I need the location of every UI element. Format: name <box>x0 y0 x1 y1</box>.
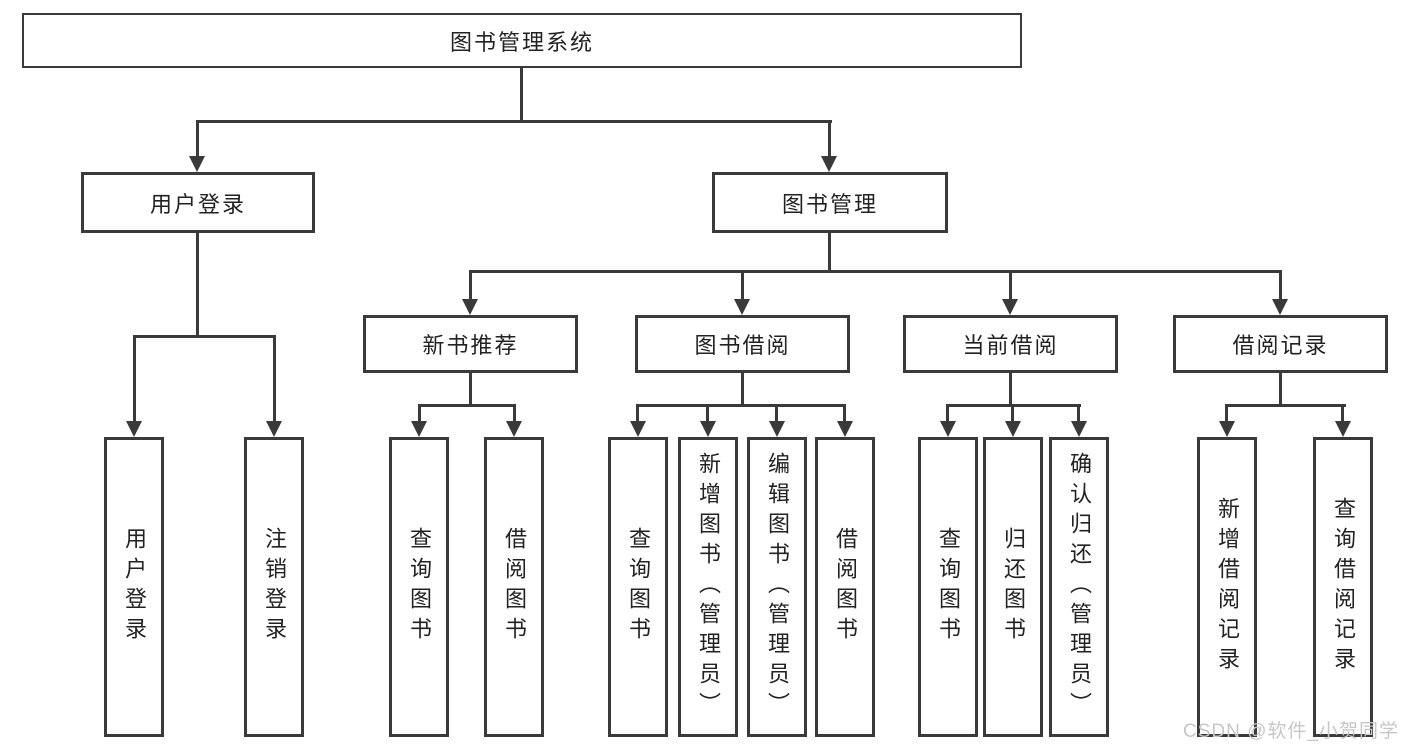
connector-line <box>469 373 472 404</box>
node-edit-books-admin-label: 编辑图书（管理员） <box>765 452 790 722</box>
arrowhead-down-icon <box>940 421 956 437</box>
node-user-login-leaf: 用户登录 <box>104 437 164 737</box>
node-query-books-recommend: 查询图书 <box>389 437 449 737</box>
node-logout-label: 注销登录 <box>262 527 287 647</box>
connector-line <box>636 404 639 423</box>
connector-line <box>1009 373 1012 404</box>
connector-line <box>1225 404 1346 407</box>
arrowhead-down-icon <box>769 421 785 437</box>
connector-line <box>513 404 516 423</box>
node-confirm-return-admin-label: 确认归还（管理员） <box>1067 452 1092 722</box>
arrowhead-down-icon <box>126 421 142 437</box>
connector-line <box>273 335 276 423</box>
connector-line <box>1279 270 1282 301</box>
connector-line <box>520 68 523 120</box>
node-borrowing-records: 借阅记录 <box>1173 315 1388 373</box>
node-borrow-books-leaf-label: 借阅图书 <box>833 527 858 647</box>
node-borrow-books-leaf: 借阅图书 <box>815 437 875 737</box>
connector-line <box>843 404 846 423</box>
node-current-borrowing-label: 当前借阅 <box>962 333 1059 358</box>
connector-line <box>133 335 136 423</box>
connector-line <box>1011 404 1014 423</box>
connector-line <box>196 120 199 158</box>
arrowhead-down-icon <box>821 156 837 172</box>
arrowhead-down-icon <box>1272 299 1288 315</box>
arrowhead-down-icon <box>1071 421 1087 437</box>
arrowhead-down-icon <box>700 421 716 437</box>
arrowhead-down-icon <box>1005 421 1021 437</box>
connector-line <box>418 404 516 407</box>
node-return-books-label: 归还图书 <box>1001 527 1026 647</box>
arrowhead-down-icon <box>266 421 282 437</box>
connector-line <box>946 404 949 423</box>
connector-line <box>469 270 1282 273</box>
node-book-borrowing: 图书借阅 <box>635 315 850 373</box>
node-edit-books-admin: 编辑图书（管理员） <box>747 437 807 737</box>
connector-line <box>196 120 832 123</box>
arrowhead-down-icon <box>462 299 478 315</box>
node-borrow-books-recommend: 借阅图书 <box>484 437 544 737</box>
connector-line <box>133 335 276 338</box>
node-new-book-recommendation: 新书推荐 <box>363 315 578 373</box>
node-user-login-branch-label: 用户登录 <box>149 191 246 217</box>
node-add-books-admin: 新增图书（管理员） <box>678 437 738 737</box>
connector-line <box>775 404 778 423</box>
node-book-borrowing-label: 图书借阅 <box>694 333 791 358</box>
connector-line <box>828 120 831 158</box>
arrowhead-down-icon <box>411 421 427 437</box>
node-library-system: 图书管理系统 <box>22 13 1022 68</box>
node-return-books: 归还图书 <box>983 437 1043 737</box>
connector-line <box>469 270 472 301</box>
node-confirm-return-admin: 确认归还（管理员） <box>1049 437 1109 737</box>
arrowhead-down-icon <box>1002 299 1018 315</box>
watermark-text: CSDN @软件_小贺同学 <box>1183 721 1399 742</box>
node-borrowing-records-label: 借阅记录 <box>1232 333 1329 358</box>
node-user-login-branch: 用户登录 <box>81 172 315 233</box>
node-user-login-leaf-label: 用户登录 <box>122 527 147 647</box>
arrowhead-down-icon <box>506 421 522 437</box>
node-logout: 注销登录 <box>244 437 304 737</box>
connector-line <box>741 373 744 404</box>
node-current-borrowing: 当前借阅 <box>903 315 1118 373</box>
node-add-books-admin-label: 新增图书（管理员） <box>696 452 721 722</box>
arrowhead-down-icon <box>734 299 750 315</box>
arrowhead-down-icon <box>1219 421 1235 437</box>
connector-line <box>1341 404 1344 423</box>
connector-line <box>196 233 199 335</box>
node-library-system-label: 图书管理系统 <box>449 29 594 55</box>
connector-line <box>706 404 709 423</box>
node-query-books-current: 查询图书 <box>918 437 978 737</box>
arrowhead-down-icon <box>837 421 853 437</box>
node-new-book-recommendation-label: 新书推荐 <box>422 333 519 358</box>
node-add-borrow-record-label: 新增借阅记录 <box>1215 497 1240 677</box>
connector-line <box>1225 404 1228 423</box>
connector-line <box>828 233 831 270</box>
node-query-books-borrow-label: 查询图书 <box>626 527 651 647</box>
node-borrow-books-recommend-label: 借阅图书 <box>502 527 527 647</box>
connector-line <box>418 404 421 423</box>
connector-line <box>1077 404 1080 423</box>
connector-line <box>636 404 846 407</box>
node-query-books-current-label: 查询图书 <box>936 527 961 647</box>
arrowhead-down-icon <box>630 421 646 437</box>
node-query-books-borrow: 查询图书 <box>608 437 668 737</box>
node-add-borrow-record: 新增借阅记录 <box>1197 437 1257 737</box>
connector-line <box>741 270 744 301</box>
node-query-borrow-record: 查询借阅记录 <box>1313 437 1373 737</box>
connector-line <box>1009 270 1012 301</box>
arrowhead-down-icon <box>1335 421 1351 437</box>
arrowhead-down-icon <box>189 156 205 172</box>
node-query-borrow-record-label: 查询借阅记录 <box>1331 497 1356 677</box>
node-book-management: 图书管理 <box>712 172 948 233</box>
node-book-management-label: 图书管理 <box>781 191 878 217</box>
node-query-books-recommend-label: 查询图书 <box>407 527 432 647</box>
connector-line <box>1279 373 1282 404</box>
